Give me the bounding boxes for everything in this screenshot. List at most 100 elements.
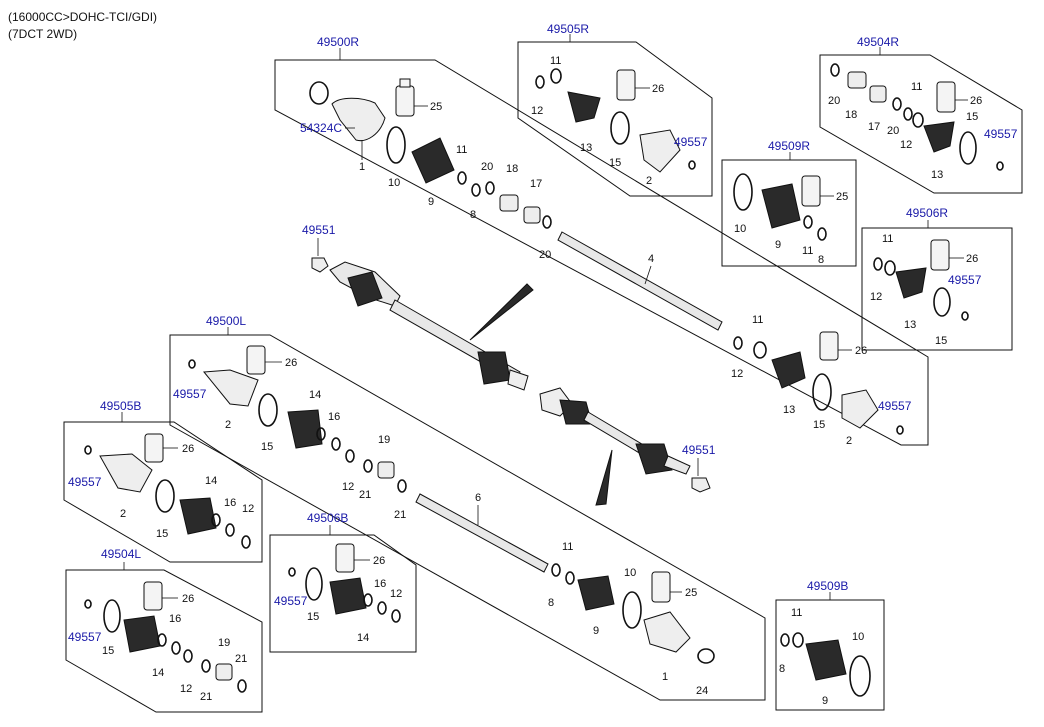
tripod-part[interactable] xyxy=(869,85,887,103)
outer-boot-left[interactable] xyxy=(635,443,673,475)
ref-49551-bottom[interactable]: 49551 xyxy=(682,443,716,457)
clamp-part[interactable] xyxy=(471,183,481,197)
grease-tube-part[interactable] xyxy=(143,581,163,611)
grease-tube-part[interactable] xyxy=(335,543,355,573)
ref-49500L[interactable]: 49500L xyxy=(206,314,246,328)
grease-tube-part[interactable] xyxy=(930,239,950,271)
boot-band-part[interactable] xyxy=(622,591,642,629)
outer-cv-joint-part[interactable] xyxy=(643,611,691,653)
ref-49509R[interactable]: 49509R xyxy=(768,139,810,153)
ring-part[interactable] xyxy=(84,599,92,609)
boot-band-part[interactable] xyxy=(386,126,406,164)
ref-49557[interactable]: 49557 xyxy=(68,475,102,489)
clamp-part[interactable] xyxy=(485,181,495,195)
outer-cv-joint-part[interactable] xyxy=(331,97,386,142)
clamp-part[interactable] xyxy=(201,659,211,673)
ring-part[interactable] xyxy=(688,160,696,170)
tripod-part[interactable] xyxy=(377,461,395,479)
grease-tube-part[interactable] xyxy=(144,433,164,463)
inner-boot-assembled[interactable] xyxy=(477,351,511,385)
boot-band-part[interactable] xyxy=(933,287,951,317)
boot-band-part[interactable] xyxy=(812,373,832,411)
clamp-part[interactable] xyxy=(316,427,326,441)
ref-49557[interactable]: 49557 xyxy=(878,399,912,413)
boot-band-part[interactable] xyxy=(959,131,977,165)
clamp-part[interactable] xyxy=(345,449,355,463)
ring-part[interactable] xyxy=(288,567,296,577)
ref-54324C[interactable]: 54324C xyxy=(300,121,342,135)
boot-part[interactable] xyxy=(287,409,323,449)
clamp-part[interactable] xyxy=(551,563,561,577)
tripod-part[interactable] xyxy=(847,71,867,89)
boot-part[interactable] xyxy=(179,497,217,535)
boot-part[interactable] xyxy=(895,267,927,299)
tripod-part[interactable] xyxy=(499,194,519,212)
clamp-part[interactable] xyxy=(892,97,902,111)
boot-band-part[interactable] xyxy=(733,173,753,211)
ref-49500R[interactable]: 49500R xyxy=(317,35,359,49)
ref-49551-top[interactable]: 49551 xyxy=(302,223,336,237)
clamp-part[interactable] xyxy=(903,107,913,121)
clamp-part[interactable] xyxy=(363,459,373,473)
clamp-part[interactable] xyxy=(780,633,790,647)
boot-part[interactable] xyxy=(805,639,847,681)
boot-part[interactable] xyxy=(577,575,615,611)
clamp-part[interactable] xyxy=(331,437,341,451)
ring-part[interactable] xyxy=(961,311,969,321)
grease-tube-part[interactable] xyxy=(246,345,266,375)
clamp-part[interactable] xyxy=(157,633,167,647)
clamp-part[interactable] xyxy=(211,513,221,527)
ring-part[interactable] xyxy=(188,359,196,369)
boot-band-part[interactable] xyxy=(849,655,871,697)
ref-49505R[interactable]: 49505R xyxy=(547,22,589,36)
ring-part[interactable] xyxy=(84,445,92,455)
ref-49557[interactable]: 49557 xyxy=(948,273,982,287)
clamp-part[interactable] xyxy=(183,649,193,663)
inner-cv-joint-part[interactable] xyxy=(639,129,681,173)
clamp-part[interactable] xyxy=(363,593,373,607)
boot-part[interactable] xyxy=(329,577,367,615)
inner-joint-housing[interactable] xyxy=(507,369,529,391)
ref-49557[interactable]: 49557 xyxy=(984,127,1018,141)
ref-49509B[interactable]: 49509B xyxy=(807,579,848,593)
boot-part[interactable] xyxy=(771,351,806,389)
boot-part[interactable] xyxy=(923,121,955,153)
seal-ring-part[interactable] xyxy=(697,648,715,664)
tripod-part[interactable] xyxy=(215,663,233,681)
clamp-part[interactable] xyxy=(830,63,840,77)
clamp-part[interactable] xyxy=(225,523,235,537)
boot-band-part[interactable] xyxy=(155,479,175,513)
clamp-part[interactable] xyxy=(873,257,883,271)
ring-part[interactable] xyxy=(896,425,904,435)
boot-band-part[interactable] xyxy=(305,567,323,601)
ring-part[interactable] xyxy=(996,161,1004,171)
clamp-part[interactable] xyxy=(817,227,827,241)
grease-tube-part[interactable] xyxy=(651,571,671,603)
hub-nut-part[interactable] xyxy=(691,477,711,493)
boot-part[interactable] xyxy=(567,91,601,123)
clamp-part[interactable] xyxy=(550,68,562,84)
hub-nut-part[interactable] xyxy=(311,257,329,273)
clamp-part[interactable] xyxy=(792,632,804,648)
boot-part[interactable] xyxy=(761,183,801,229)
boot-part[interactable] xyxy=(411,137,455,184)
seal-ring-part[interactable] xyxy=(309,81,329,105)
clamp-part[interactable] xyxy=(377,601,387,615)
clamp-part[interactable] xyxy=(912,112,924,128)
ref-49505B[interactable]: 49505B xyxy=(100,399,141,413)
clamp-part[interactable] xyxy=(565,571,575,585)
clamp-part[interactable] xyxy=(753,341,767,359)
grease-tube-part[interactable] xyxy=(936,81,956,113)
inner-cv-joint-part[interactable] xyxy=(203,369,259,407)
ref-49557[interactable]: 49557 xyxy=(674,135,708,149)
clamp-part[interactable] xyxy=(397,479,407,493)
inner-cv-joint-part[interactable] xyxy=(841,389,879,429)
clamp-part[interactable] xyxy=(803,215,813,229)
left-spline[interactable] xyxy=(663,455,691,475)
grease-tube-part[interactable] xyxy=(801,175,821,207)
clamp-part[interactable] xyxy=(733,336,743,350)
boot-band-part[interactable] xyxy=(610,111,630,145)
clamp-part[interactable] xyxy=(542,215,552,229)
clamp-part[interactable] xyxy=(237,679,247,693)
clamp-part[interactable] xyxy=(535,75,545,89)
